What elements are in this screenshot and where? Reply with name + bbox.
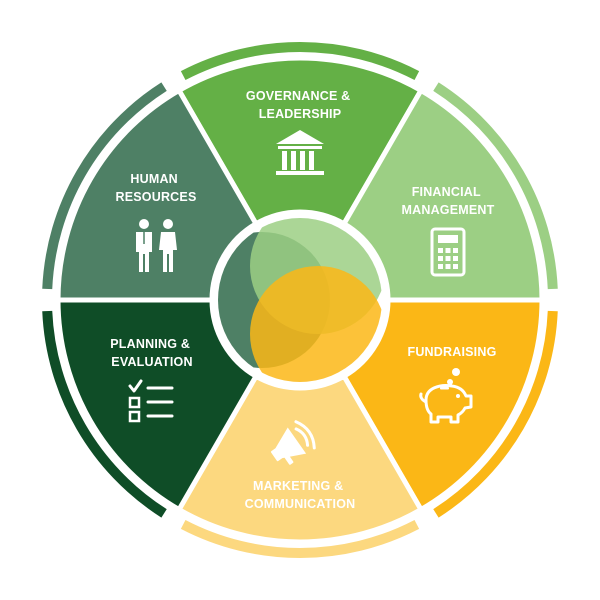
financial-label: FINANCIAL MANAGEMENT — [402, 185, 495, 217]
people-icon — [136, 219, 177, 272]
center-hub — [212, 212, 388, 388]
piggy-bank-icon — [419, 368, 473, 424]
human-resources-label: HUMAN RESOURCES — [116, 172, 197, 204]
segment-labels: GOVERNANCE & LEADERSHIP FINANCIAL MANAGE… — [110, 89, 496, 511]
megaphone-icon — [270, 420, 316, 465]
marketing-label: MARKETING & COMMUNICATION — [245, 479, 356, 511]
bank-building-icon — [276, 130, 324, 175]
governance-label: GOVERNANCE & LEADERSHIP — [246, 89, 354, 121]
rim-arc-marketing — [180, 519, 420, 559]
outer-rim — [42, 42, 558, 559]
calculator-icon — [430, 227, 466, 277]
planning-label: PLANNING & EVALUATION — [110, 337, 193, 369]
fundraising-label: FUNDRAISING — [407, 345, 496, 359]
rim-arc-governance — [180, 42, 420, 81]
checklist-icon — [128, 379, 174, 423]
